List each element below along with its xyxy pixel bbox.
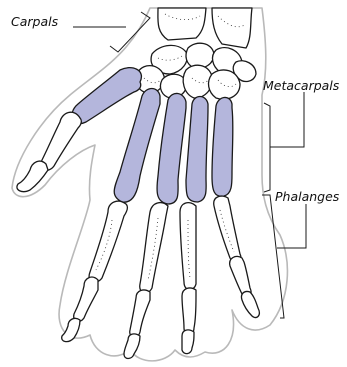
little-distal-phalanx	[241, 291, 259, 317]
index-phalanges	[62, 201, 128, 341]
carpal-lunate	[186, 43, 214, 68]
little-proximal-phalanx	[214, 196, 241, 262]
phalanges-leader	[277, 204, 306, 248]
ring-distal-phalanx	[182, 330, 194, 354]
carpals-bracket	[110, 12, 150, 52]
index-middle-phalanx	[74, 277, 98, 321]
middle-middle-phalanx	[130, 290, 150, 337]
metacarpal-5	[212, 97, 233, 196]
metacarpals-leader	[270, 92, 304, 147]
carpal-hamate	[209, 70, 240, 99]
middle-distal-phalanx	[124, 334, 140, 359]
index-proximal-phalanx	[89, 201, 127, 282]
ring-middle-phalanx	[182, 288, 196, 334]
metacarpal-3	[157, 93, 186, 204]
metacarpal-2	[114, 89, 160, 203]
carpals-label: Carpals	[11, 16, 58, 29]
metacarpal-4	[186, 97, 208, 203]
ring-phalanges	[180, 203, 196, 354]
metacarpal-1	[72, 68, 141, 124]
phalanges-bracket	[262, 195, 284, 318]
carpal-capitate	[183, 65, 212, 98]
middle-proximal-phalanx	[140, 203, 168, 293]
metacarpals-bracket	[264, 103, 270, 192]
middle-phalanges	[124, 203, 168, 359]
little-middle-phalanx	[230, 256, 251, 296]
phalanges-label: Phalanges	[275, 191, 339, 204]
ulna-bone	[212, 8, 252, 48]
metacarpals-label: Metacarpals	[263, 80, 339, 93]
thumb-proximal-phalanx	[41, 112, 81, 170]
little-phalanges	[214, 196, 260, 318]
ring-proximal-phalanx	[180, 203, 196, 290]
radius-bone	[158, 8, 206, 40]
